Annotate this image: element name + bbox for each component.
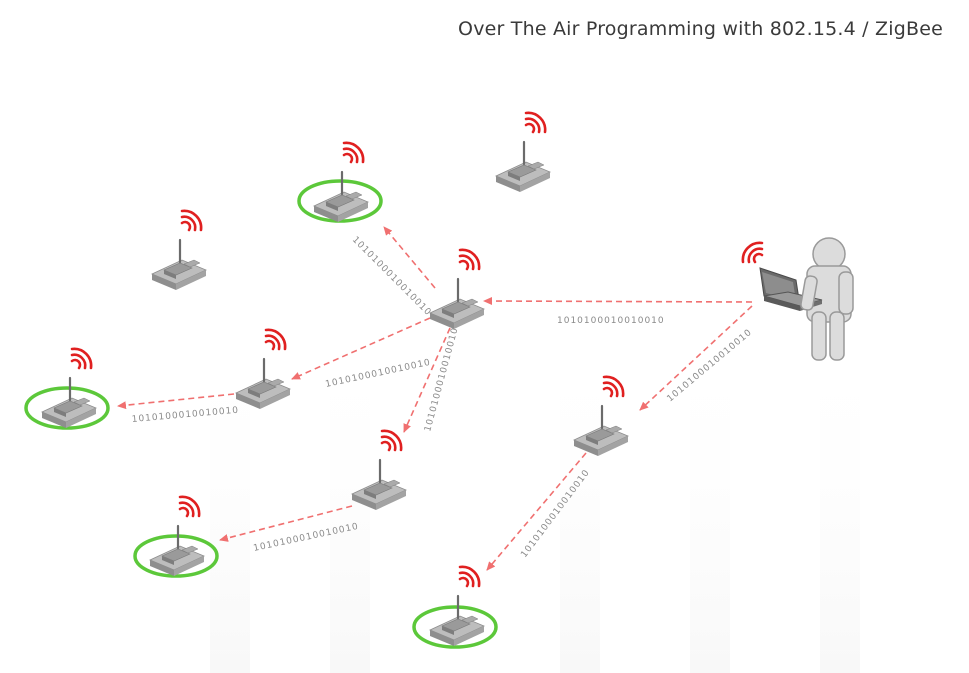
data-links [117, 226, 753, 571]
wireless-node-icon[interactable] [428, 565, 486, 648]
link-label: 1010100010010010 [557, 316, 665, 326]
wifi-signal-icon [342, 141, 365, 164]
highlight-ring [412, 605, 498, 649]
link-right-middle-to-bottom-center [486, 452, 587, 571]
wireless-node-icon[interactable] [494, 111, 552, 194]
wifi-signal-icon [264, 328, 287, 351]
link-hub-to-center-lower [403, 327, 451, 433]
diagram-title: Over The Air Programming with 802.15.4 /… [458, 18, 943, 40]
highlight-ring [24, 386, 110, 430]
link-hub-to-left-middle [291, 317, 431, 380]
link-label: 1010100010010010 [423, 326, 461, 433]
link-laptop-to-right-middle [639, 305, 753, 411]
wifi-signal-icon [602, 375, 625, 398]
link-label: 1010100010010010 [350, 235, 433, 318]
wifi-signal-icon [178, 495, 201, 518]
wifi-signal-icon [70, 347, 93, 370]
highlight-ring [133, 534, 219, 578]
link-laptop-to-hub [483, 297, 753, 306]
wifi-signal-icon [458, 248, 481, 271]
link-center-lower-to-bottom-left [219, 505, 353, 542]
wifi-signal-icon [180, 209, 203, 232]
link-hub-to-top-center [383, 226, 436, 289]
wireless-node-icon[interactable] [150, 209, 208, 292]
person-arm [800, 275, 818, 311]
wireless-node-icon[interactable] [428, 248, 486, 331]
update-target-highlights [24, 179, 498, 649]
wifi-signal-icon [458, 565, 481, 588]
wifi-signal-icon [524, 111, 547, 134]
wifi-signal-icon [380, 429, 403, 452]
background-bands [210, 330, 860, 673]
operator [741, 237, 854, 361]
wifi-signal-icon [741, 241, 764, 264]
